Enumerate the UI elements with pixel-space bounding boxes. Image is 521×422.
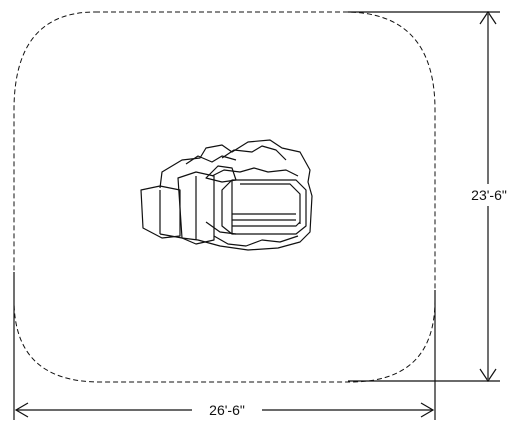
rock-outline-top xyxy=(159,139,313,251)
depth-arrow-top xyxy=(479,10,497,25)
width-arrow-right xyxy=(420,402,435,418)
rock-middle-block xyxy=(177,171,215,245)
width-dimension-label: 26'-6" xyxy=(209,402,245,418)
width-dimension xyxy=(13,272,436,420)
depth-arrow-bottom xyxy=(479,368,497,383)
use-zone-boundary xyxy=(13,11,436,383)
rock-formation xyxy=(140,139,313,251)
depth-dimension-label: 23'-6" xyxy=(471,187,507,203)
rock-left-block xyxy=(140,185,181,239)
rock-right-box xyxy=(221,179,307,235)
width-arrow-left xyxy=(14,402,29,418)
